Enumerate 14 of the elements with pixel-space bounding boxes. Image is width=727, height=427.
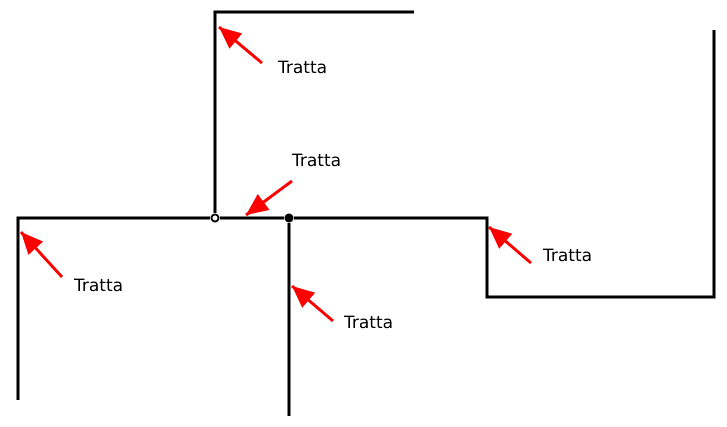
- leader-arrow: [20, 231, 64, 278]
- line-segment: [288, 223, 290, 416]
- leader-arrow: [245, 180, 293, 216]
- segment-label: Tratta: [543, 246, 592, 266]
- leader-arrow: [488, 226, 532, 264]
- line-segment: [220, 216, 284, 220]
- leader-arrow: [291, 284, 334, 322]
- segment-label: Tratta: [344, 313, 394, 333]
- line-segment: [214, 10, 414, 213]
- leader-arrow: [218, 26, 263, 64]
- segment-label: Tratta: [74, 276, 124, 296]
- segment-label: Tratta: [278, 58, 328, 78]
- line-segment: [16, 216, 210, 400]
- segment-label: Tratta: [292, 151, 342, 171]
